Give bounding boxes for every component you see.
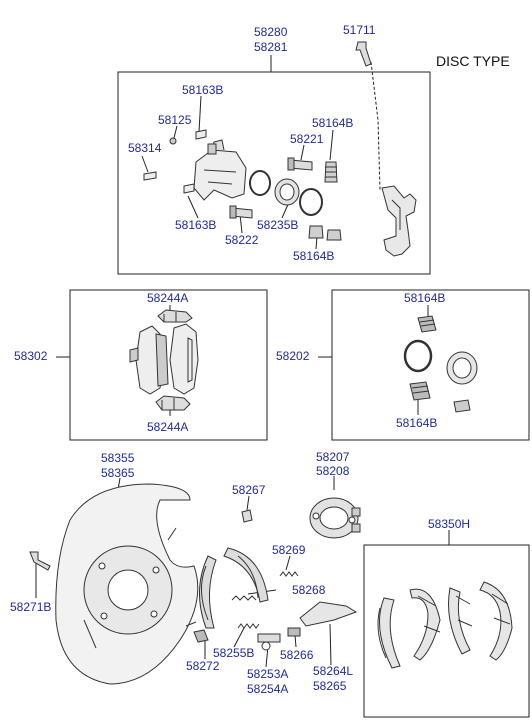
part-label-58221: 58221 (290, 132, 324, 146)
spring-cup (287, 627, 301, 637)
brake-pad-inner (169, 323, 199, 395)
caliper-assembly-frame (117, 71, 431, 275)
part-label-58280: 58280 (254, 25, 288, 39)
pad-clip-top (157, 309, 193, 323)
piston-seal-ring (249, 170, 271, 196)
part-label-58164B-seal-bottom: 58164B (396, 416, 438, 430)
part-label-58264L: 58264L (313, 664, 354, 678)
adjuster-clip (241, 509, 253, 523)
parking-brake-lever (299, 601, 358, 627)
hold-down-spring (193, 629, 209, 643)
pin-boot-bottom-2 (326, 229, 342, 241)
caliper-body (193, 149, 247, 201)
part-label-58271B: 58271B (10, 600, 52, 614)
part-label-58268: 58268 (292, 583, 326, 597)
shoe-kit-shoe-1 (379, 597, 401, 669)
part-label-58253A: 58253A (247, 667, 289, 681)
part-label-58125: 58125 (158, 113, 192, 127)
part-label-58267: 58267 (232, 483, 266, 497)
part-label-58164B-top: 58164B (312, 116, 354, 130)
shoe-kit-frame (363, 544, 530, 718)
part-label-58314: 58314 (128, 141, 162, 155)
part-label-58269: 58269 (272, 543, 306, 557)
part-label-58265: 58265 (313, 679, 347, 693)
part-label-58208: 58208 (316, 464, 350, 478)
brake-shoe-right (223, 547, 269, 603)
part-label-58163B-bottom: 58163B (175, 218, 217, 232)
part-label-58272: 58272 (186, 659, 220, 673)
shoe-return-spring (279, 571, 299, 577)
adjuster-assembly (257, 633, 281, 643)
bleeder-cap (169, 137, 177, 145)
guide-pin-small (143, 171, 157, 181)
strut-spring (237, 623, 260, 629)
part-label-58244A-bottom: 58244A (147, 420, 189, 434)
seal-boot-small (453, 399, 471, 413)
pad-clip-bottom (155, 395, 191, 411)
part-label-58164B-mid: 58164B (293, 249, 335, 263)
diagram-title: DISC TYPE (436, 53, 510, 69)
seal-kit-frame (331, 289, 530, 441)
adjuster-spring (231, 595, 257, 601)
part-label-51711: 51711 (343, 23, 376, 37)
shoe-kit-shoe-2 (409, 588, 441, 661)
part-label-58164B-seal-top: 58164B (404, 291, 446, 305)
part-label-58365: 58365 (101, 466, 135, 480)
pin-boot-bottom (308, 225, 324, 239)
part-label-58255B: 58255B (213, 646, 255, 660)
part-label-58235B: 58235B (257, 218, 299, 232)
piston-seal (403, 339, 433, 373)
part-label-58222: 58222 (225, 233, 259, 247)
bracket-bolt (355, 41, 372, 67)
pad-kit-frame (69, 289, 268, 441)
part-label-58266: 58266 (280, 648, 314, 662)
guide-bolt (183, 183, 195, 194)
piston-dust-boot (299, 188, 323, 216)
part-label-58281: 58281 (254, 40, 288, 54)
part-label-58207: 58207 (316, 450, 350, 464)
hold-down-pin (29, 551, 51, 571)
part-label-58254A: 58254A (247, 682, 289, 696)
shoe-kit-shoe-4 (479, 581, 513, 661)
part-label-58244A-top: 58244A (147, 291, 189, 305)
part-label-58163B-top: 58163B (182, 83, 224, 97)
part-label-58302: 58302 (14, 349, 48, 363)
part-label-58355: 58355 (101, 451, 135, 465)
bleeder-screw (195, 129, 207, 140)
part-label-58350H: 58350H (428, 517, 471, 531)
caliper-bracket (381, 185, 417, 257)
part-label-58202: 58202 (276, 349, 310, 363)
